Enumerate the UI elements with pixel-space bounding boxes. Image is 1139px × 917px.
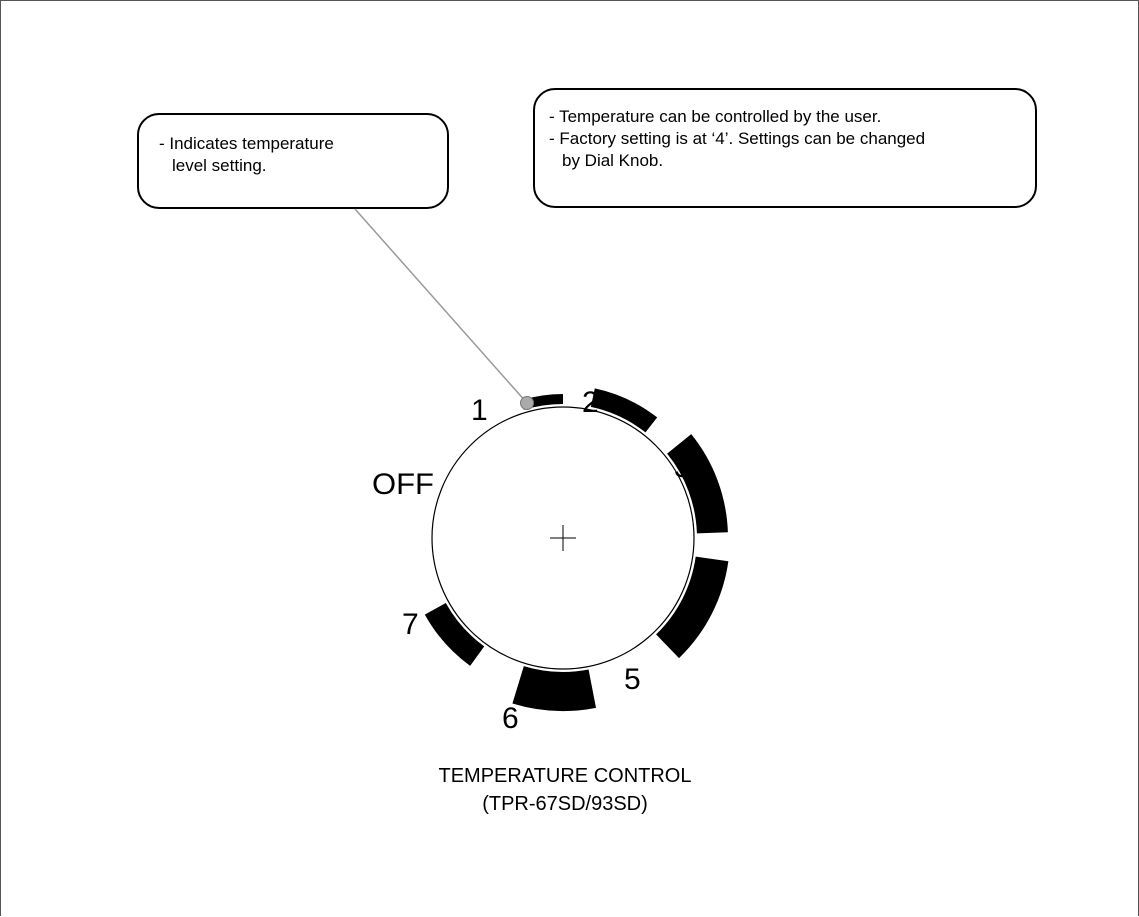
callout-right-line-1: - Temperature can be controlled by the u… xyxy=(549,107,882,126)
dial-label-5: 5 xyxy=(624,663,641,696)
dial-label-4: 4 xyxy=(694,572,711,605)
callout-level-indicator: - Indicates temperature level setting. xyxy=(137,113,449,209)
dial-label-off: OFF xyxy=(372,468,434,501)
diagram-caption-title: TEMPERATURE CONTROL xyxy=(438,765,692,787)
dial-segment-level-6 xyxy=(512,666,597,712)
leader-line xyxy=(354,208,528,404)
dial-segment-level-3 xyxy=(667,434,728,534)
level-indicator-dot xyxy=(520,396,534,410)
diagram-caption-model: (TPR-67SD/93SD) xyxy=(482,793,648,815)
dial-segment-level-4 xyxy=(656,556,729,659)
dial-segments xyxy=(424,388,729,712)
dial-label-2: 2 xyxy=(582,386,599,419)
dial-label-7: 7 xyxy=(402,608,419,641)
dial-label-6: 6 xyxy=(502,702,519,735)
callout-right-line-3: by Dial Knob. xyxy=(562,151,664,170)
callout-left-line-2: level setting. xyxy=(172,156,267,175)
callout-user-control: - Temperature can be controlled by the u… xyxy=(533,88,1037,208)
dial-segment-level-7 xyxy=(424,602,485,666)
dial-segment-level-2 xyxy=(590,388,658,433)
callout-left-line-1: - Indicates temperature xyxy=(159,134,334,153)
dial-label-1: 1 xyxy=(471,394,488,427)
callout-right-line-2: - Factory setting is at ‘4’. Settings ca… xyxy=(549,129,926,148)
dial-label-3: 3 xyxy=(674,451,691,484)
